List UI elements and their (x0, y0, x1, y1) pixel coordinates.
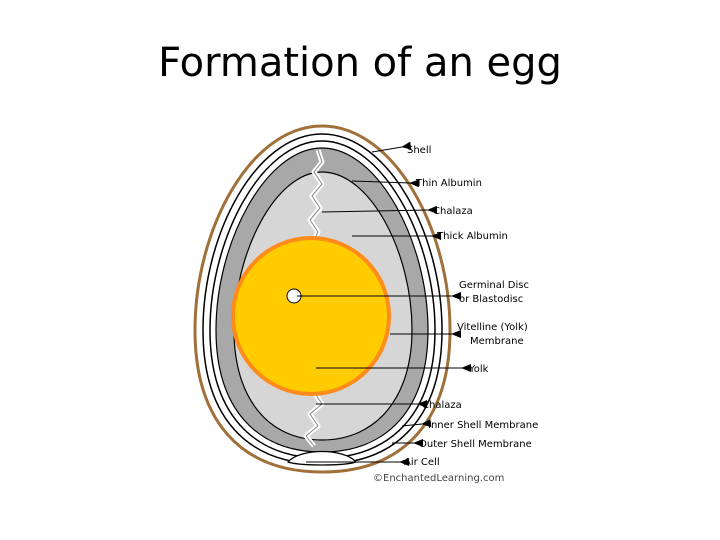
arrow-inner-membrane (401, 419, 432, 428)
yolk (235, 240, 387, 392)
arrow-chalaza-top (321, 205, 438, 214)
label-chalaza-bottom: Chalaza (422, 400, 462, 411)
label-germinal-disc-1: Germinal Disc (459, 280, 529, 291)
label-vitelline-1: Vitelline (Yolk) (457, 322, 528, 333)
label-inner-shell-membrane: Inner Shell Membrane (428, 420, 538, 431)
label-shell: Shell (407, 145, 431, 156)
label-chalaza-top: Chalaza (433, 206, 473, 217)
label-outer-shell-membrane: Outer Shell Membrane (419, 439, 532, 450)
label-germinal-disc-2: or Blastodisc (459, 294, 523, 305)
label-air-cell: Air Cell (404, 457, 440, 468)
label-thin-albumin: Thin Albumin (415, 178, 482, 189)
label-thick-albumin: Thick Albumin (436, 231, 508, 242)
credit-text: ©EnchantedLearning.com (373, 473, 504, 484)
label-yolk: Yolk (468, 364, 489, 375)
arrow-shell (371, 141, 412, 153)
slide-title: Formation of an egg (158, 40, 562, 86)
arrow-thin-albumin (351, 179, 420, 188)
label-vitelline-2: Membrane (470, 336, 524, 347)
